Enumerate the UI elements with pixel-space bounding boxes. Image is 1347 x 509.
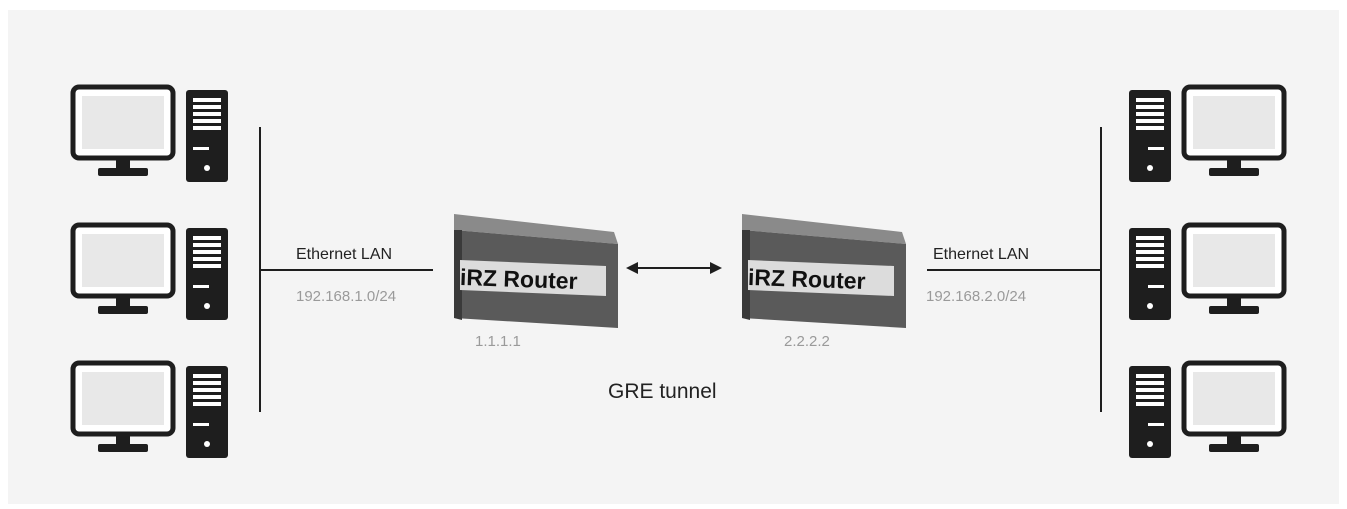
right-router-label: iRZ Router [747, 263, 866, 295]
right-lan-title: Ethernet LAN [933, 246, 1030, 263]
left-router-label: iRZ Router [459, 263, 578, 295]
computer-icon [70, 84, 228, 182]
right-lan-link [927, 269, 1102, 271]
computer-icon [1129, 360, 1287, 458]
computer-icon [70, 360, 228, 458]
router-icon [742, 214, 906, 328]
router-icon [454, 214, 618, 328]
computer-icon [1129, 222, 1287, 320]
right-lan-subnet: 192.168.2.0/24 [926, 288, 1027, 305]
diagram-canvas: Ethernet LAN 192.168.1.0/24 iRZ Router 1… [8, 10, 1339, 504]
left-lan-title: Ethernet LAN [296, 246, 393, 263]
left-lan-link [259, 269, 433, 271]
computer-icon [70, 222, 228, 320]
right-router-ip: 2.2.2.2 [784, 333, 830, 350]
tunnel-label: GRE tunnel [608, 380, 717, 403]
right-lan-bus [1100, 127, 1102, 412]
double-arrow-icon [626, 262, 722, 274]
left-lan-subnet: 192.168.1.0/24 [296, 288, 397, 305]
computer-icon [1129, 84, 1287, 182]
left-router-ip: 1.1.1.1 [475, 333, 521, 350]
